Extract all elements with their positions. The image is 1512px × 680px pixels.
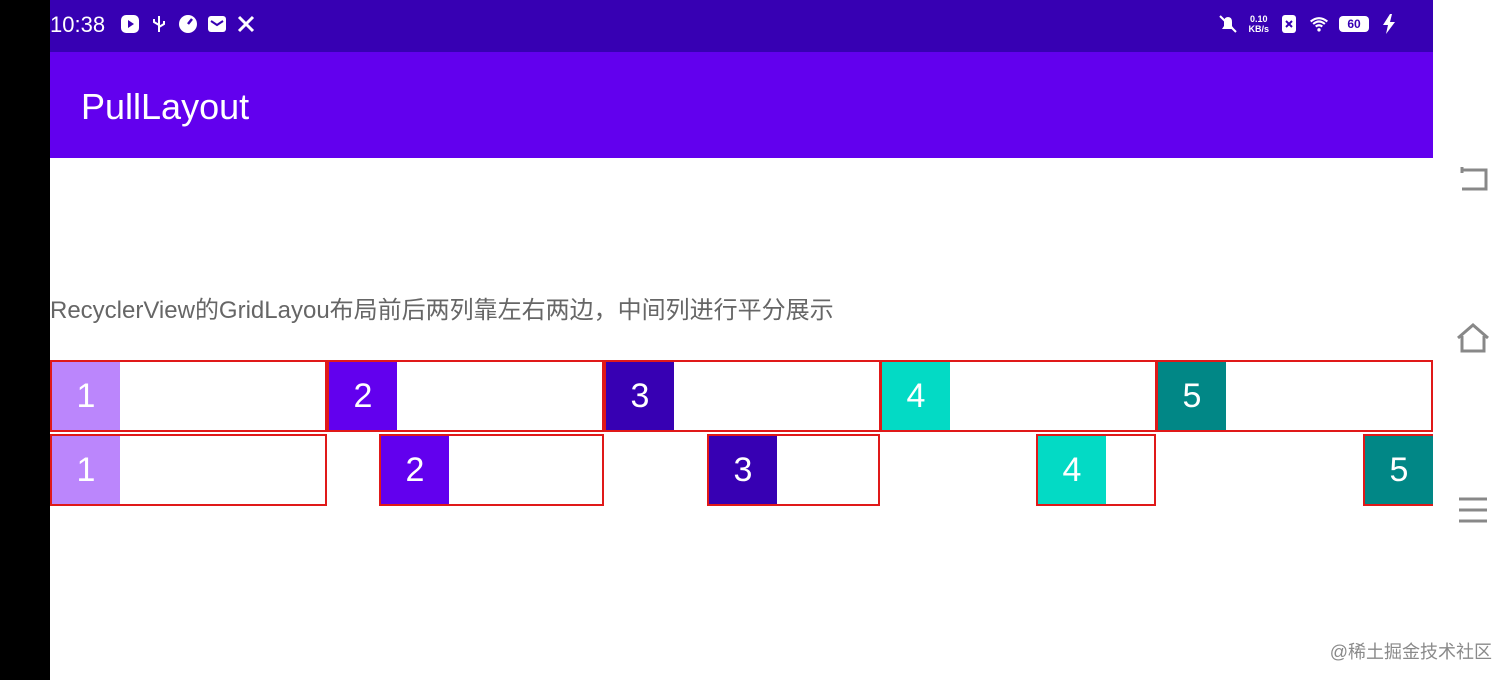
grid-row-spread: 1 2 3 4 5 bbox=[50, 434, 1433, 506]
wifi-icon bbox=[1309, 14, 1329, 34]
grid-item[interactable]: 2 bbox=[379, 434, 604, 506]
tools-icon bbox=[236, 14, 256, 34]
back-button[interactable] bbox=[1453, 158, 1493, 198]
net-speed-unit: KB/s bbox=[1248, 24, 1269, 34]
status-icons-left bbox=[120, 14, 256, 34]
bell-muted-icon bbox=[1218, 14, 1238, 34]
item-number: 4 bbox=[1038, 436, 1106, 504]
home-button[interactable] bbox=[1453, 318, 1493, 358]
grid-row-equal: 1 2 3 4 5 bbox=[50, 360, 1433, 432]
grid-item[interactable]: 5 bbox=[1156, 360, 1433, 432]
grid-item[interactable]: 4 bbox=[1036, 434, 1156, 506]
status-icons-right: 0.10 KB/s 60 bbox=[1218, 14, 1399, 34]
mail-icon bbox=[207, 14, 227, 34]
item-number: 5 bbox=[1158, 362, 1226, 430]
item-number: 5 bbox=[1365, 436, 1433, 504]
item-number: 2 bbox=[381, 436, 449, 504]
net-speed-value: 0.10 bbox=[1249, 14, 1268, 24]
navigation-bar bbox=[1433, 0, 1512, 680]
item-number: 4 bbox=[882, 362, 950, 430]
home-icon bbox=[1457, 323, 1489, 353]
play-icon bbox=[120, 14, 140, 34]
grid-item[interactable]: 4 bbox=[880, 360, 1157, 432]
description-text: RecyclerView的GridLayou布局前后两列靠左右两边，中间列进行平… bbox=[50, 297, 834, 324]
left-edge-bar bbox=[0, 0, 50, 680]
menu-icon bbox=[1459, 497, 1487, 523]
app-title: PullLayout bbox=[81, 86, 250, 127]
watermark: @稀土掘金技术社区 bbox=[1329, 642, 1492, 662]
menu-button[interactable] bbox=[1453, 490, 1493, 530]
item-number: 3 bbox=[606, 362, 674, 430]
grid-item[interactable]: 5 bbox=[1363, 434, 1433, 506]
grid-item[interactable]: 2 bbox=[327, 360, 604, 432]
item-number: 3 bbox=[709, 436, 777, 504]
grid-item[interactable]: 1 bbox=[50, 360, 327, 432]
item-number: 1 bbox=[52, 436, 120, 504]
status-time: 10:38 bbox=[50, 12, 106, 37]
speedometer-icon bbox=[178, 14, 198, 34]
content-area: RecyclerView的GridLayou布局前后两列靠左右两边，中间列进行平… bbox=[50, 158, 1433, 680]
no-sim-icon bbox=[1279, 14, 1299, 34]
usb-icon bbox=[149, 14, 169, 34]
grid-item[interactable]: 1 bbox=[50, 434, 327, 506]
back-icon bbox=[1460, 167, 1488, 191]
grid-item[interactable]: 3 bbox=[604, 360, 881, 432]
battery-icon: 60 bbox=[1339, 16, 1369, 32]
charging-icon bbox=[1379, 14, 1399, 34]
grid-item[interactable]: 3 bbox=[707, 434, 880, 506]
net-speed: 0.10 KB/s bbox=[1248, 14, 1269, 34]
app-bar: PullLayout bbox=[50, 52, 1433, 158]
status-bar: 10:38 0.10 KB/s 60 bbox=[50, 0, 1433, 52]
item-number: 1 bbox=[52, 362, 120, 430]
item-number: 2 bbox=[329, 362, 397, 430]
